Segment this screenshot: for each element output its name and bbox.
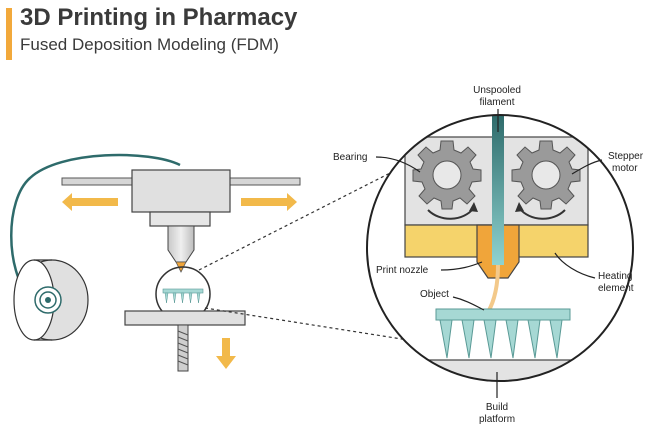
unspooled-filament [492, 115, 504, 265]
label-object: Object [420, 289, 449, 300]
filament-path [10, 153, 181, 299]
filament-spool [13, 259, 89, 341]
page-subtitle: Fused Deposition Modeling (FDM) [20, 35, 279, 54]
down-motion-arrow [216, 338, 236, 369]
page-title: 3D Printing in Pharmacy [20, 4, 298, 31]
print-head-carriage [131, 169, 231, 213]
zoom-circle-large [366, 114, 634, 382]
stepper-motor-gear-icon [511, 140, 581, 210]
left-motion-arrow [62, 193, 118, 211]
label-unspooled-filament-2: filament [479, 97, 514, 108]
label-build-platform-2: platform [479, 414, 515, 425]
label-bearing: Bearing [333, 152, 367, 163]
printed-object-small [162, 288, 204, 304]
zoomed-detail [366, 114, 634, 382]
print-head-nozzle [167, 225, 195, 263]
build-platform-small [124, 310, 246, 326]
label-heating-element-1: Heating [598, 271, 632, 282]
printer-overview [10, 153, 301, 372]
printed-object [435, 308, 571, 359]
right-motion-arrow [241, 193, 297, 211]
label-heating-element-2: element [598, 283, 634, 294]
label-stepper-motor-2: motor [612, 163, 638, 174]
title-accent-bar [6, 8, 12, 60]
label-build-platform-1: Build [486, 402, 508, 413]
z-axis-screw [177, 324, 189, 372]
zoom-connector-bottom [204, 307, 409, 341]
zoom-connector-top [198, 167, 401, 271]
label-unspooled-filament-1: Unspooled [473, 85, 521, 96]
label-print-nozzle: Print nozzle [376, 265, 429, 276]
bearing-gear-icon [412, 140, 482, 210]
label-stepper-motor-1: Stepper [608, 151, 644, 162]
